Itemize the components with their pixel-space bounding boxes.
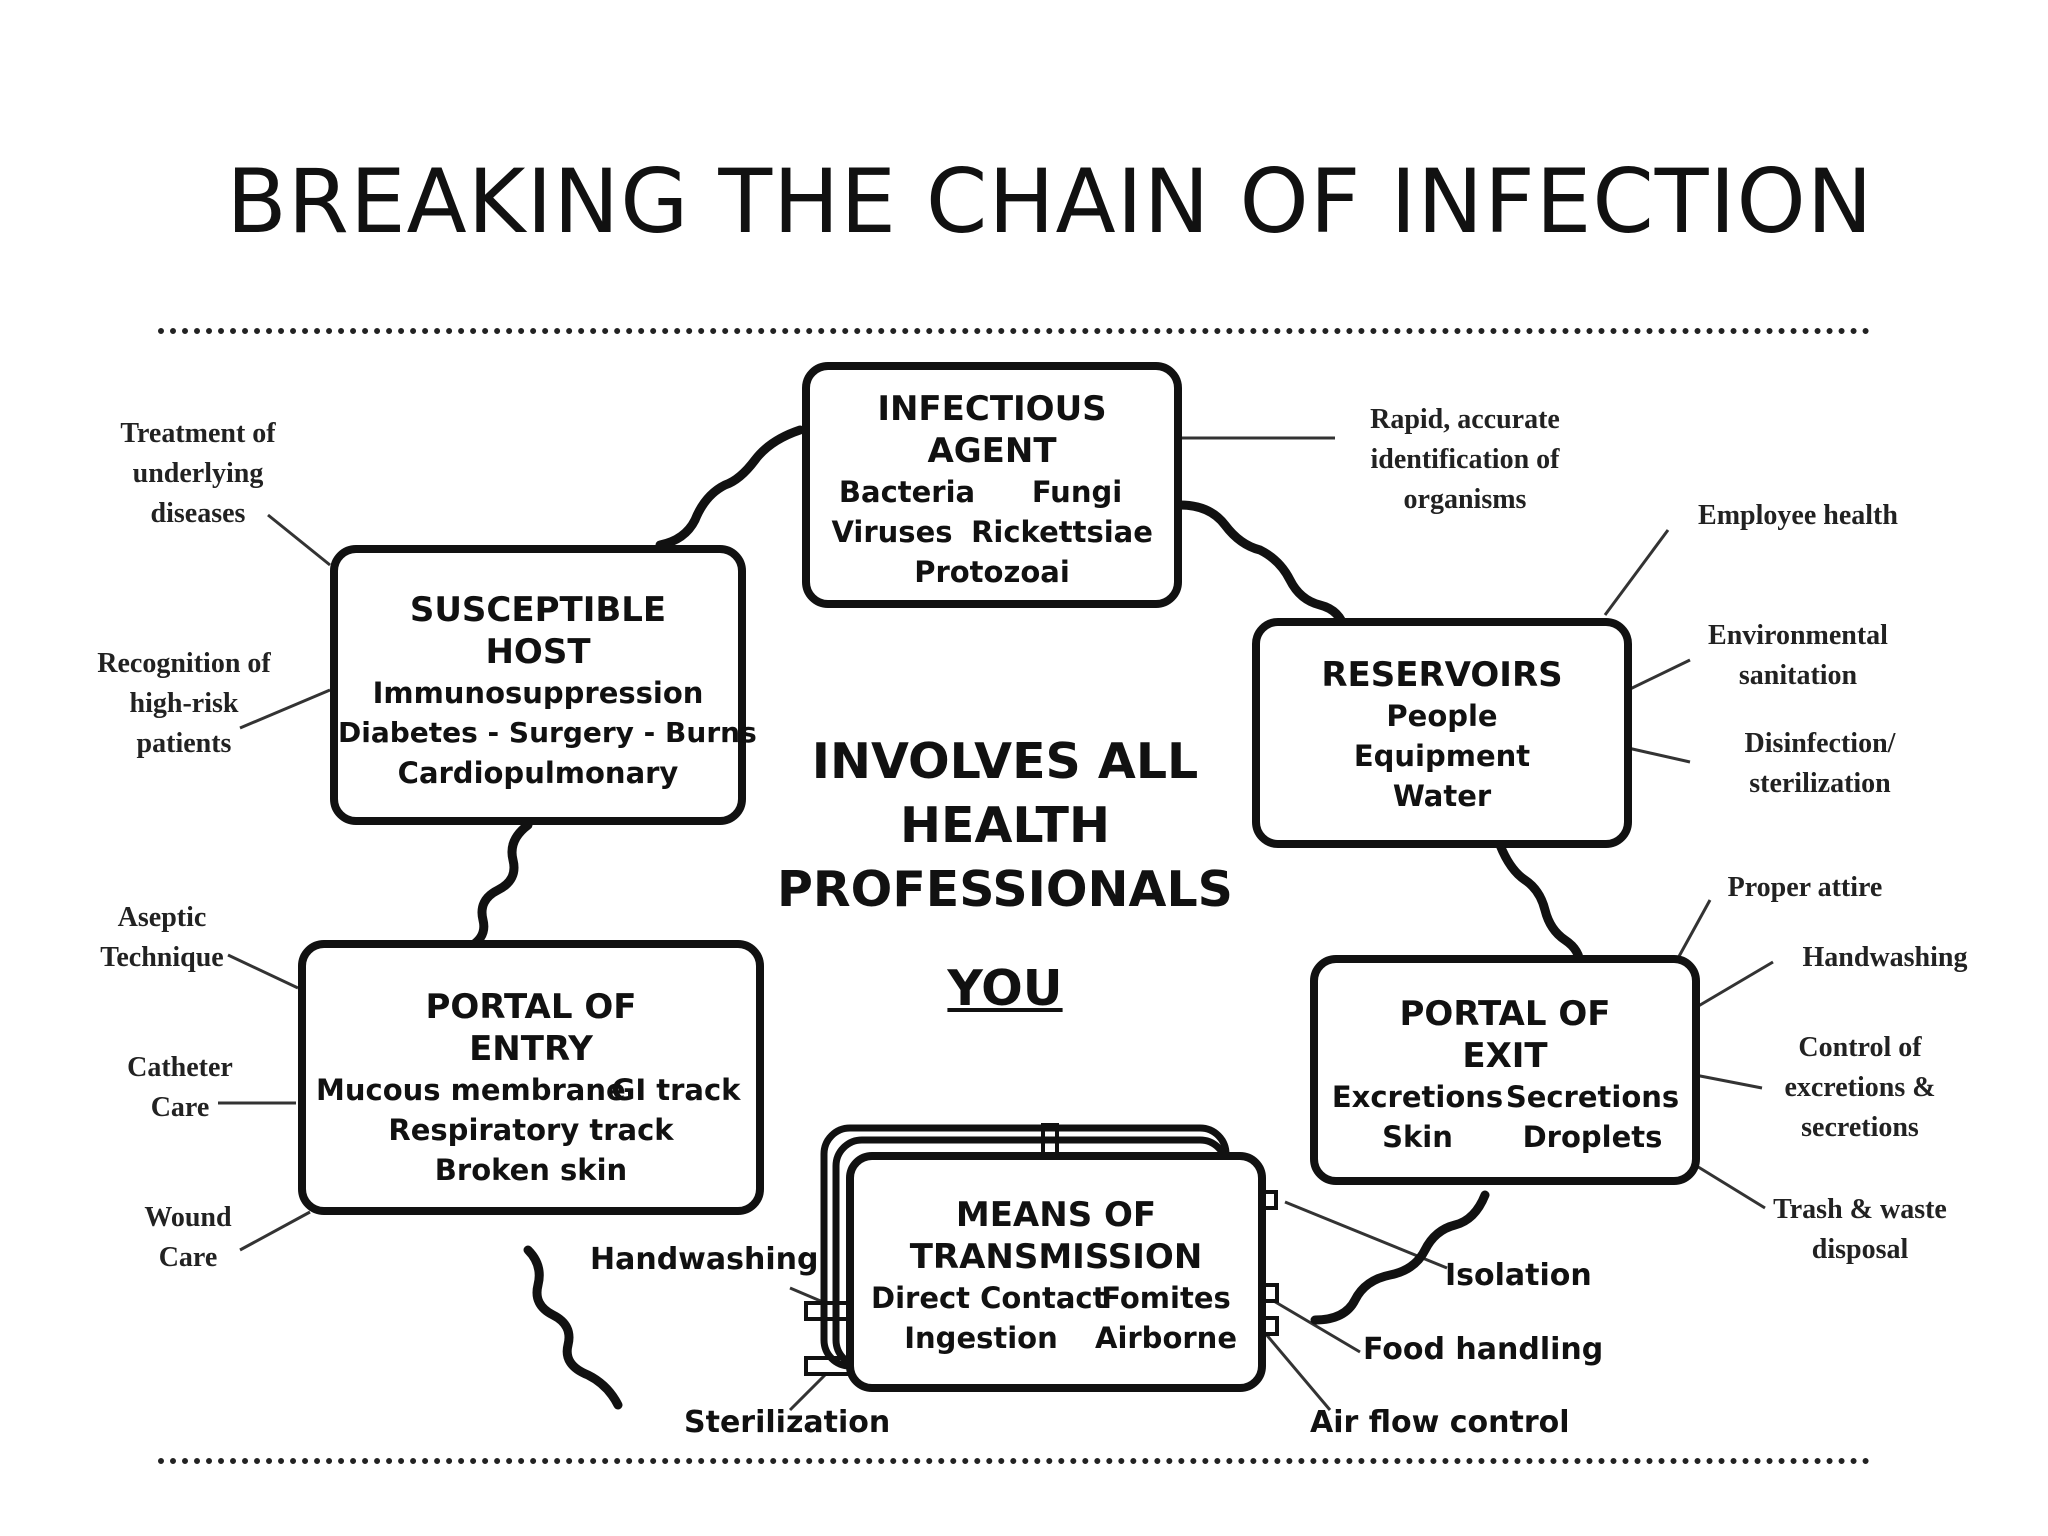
transmission-item: Fomites: [1101, 1281, 1231, 1315]
exit-item: Droplets: [1522, 1120, 1663, 1154]
leader-food-handling: [1271, 1298, 1361, 1354]
host-title-2: HOST: [485, 632, 591, 672]
label-treatment-underlying: Treatment of underlying diseases: [120, 418, 276, 529]
transmission-item: Direct Contact: [871, 1281, 1107, 1315]
center-line-1: INVOLVES ALL: [811, 733, 1199, 790]
entry-item: Respiratory track: [388, 1113, 674, 1147]
label-air-flow-control: Air flow control: [1310, 1405, 1570, 1440]
label-aseptic-technique: Aseptic Technique: [100, 902, 224, 973]
label-wound-care: Wound Care: [144, 1202, 232, 1273]
label-environmental-sanitation: Environmental sanitation: [1708, 620, 1888, 691]
host-item: Immunosuppression: [372, 676, 704, 710]
leader-aseptic: [227, 953, 299, 990]
leader-handwashing-exit: [1694, 960, 1774, 1010]
host-title-1: SUSCEPTIBLE: [409, 590, 667, 630]
means-of-transmission-box: MEANS OF TRANSMISSION Direct ContactFomi…: [846, 1152, 1266, 1392]
reservoirs-title: RESERVOIRS: [1321, 655, 1563, 695]
page-title: BREAKING THE CHAIN OF INFECTION: [226, 150, 1874, 253]
label-control-of-excretions: Control of excretions & secretions: [1784, 1032, 1936, 1143]
exit-title-2: EXIT: [1462, 1036, 1548, 1076]
chain-host-agent: [655, 425, 805, 550]
transmission-title-1: MEANS OF: [955, 1195, 1157, 1235]
leader-env-sanitation: [1627, 658, 1691, 692]
you-label: YOU: [947, 960, 1063, 1017]
leader-employee-health: [1603, 529, 1670, 616]
reservoirs-box: RESERVOIRS People Equipment Water: [1252, 618, 1632, 848]
agent-title-1: INFECTIOUS: [877, 389, 1107, 429]
entry-item: GI track: [611, 1073, 741, 1107]
center-line-2: HEALTH: [900, 797, 1110, 854]
infectious-agent-box: INFECTIOUS AGENT Bacteria Fungi Viruses Ri…: [802, 362, 1182, 608]
entry-title-2: ENTRY: [469, 1029, 593, 1069]
entry-title-1: PORTAL OF: [425, 987, 637, 1027]
label-proper-attire: Proper attire: [1727, 872, 1883, 903]
label-food-handling: Food handling: [1363, 1332, 1604, 1367]
chain-exit-transmission: [1310, 1190, 1490, 1325]
portal-of-exit-box: PORTAL OF EXIT ExcretionsSecretions Skin…: [1310, 955, 1700, 1185]
agent-item: Bacteria: [838, 475, 976, 509]
label-handwashing-transmission: Handwashing: [590, 1242, 819, 1277]
reservoirs-item: People: [1386, 699, 1498, 733]
top-dotted-rule: [158, 328, 1870, 334]
exit-item: Secretions: [1505, 1080, 1680, 1114]
leader-recognition: [239, 688, 331, 730]
transmission-title-2: TRANSMISSION: [909, 1237, 1203, 1277]
transmission-item: Ingestion: [904, 1321, 1058, 1355]
chain-host-entry: [458, 820, 533, 955]
label-sterilization: Sterilization: [684, 1405, 891, 1440]
chain-agent-reservoirs: [1175, 500, 1350, 635]
label-catheter-care: Catheter Care: [127, 1052, 233, 1123]
label-trash-disposal: Trash & waste disposal: [1773, 1194, 1947, 1265]
exit-item: Skin: [1382, 1120, 1453, 1154]
agent-title-2: AGENT: [927, 431, 1057, 471]
bottom-dotted-rule: [158, 1458, 1870, 1464]
reservoirs-item: Equipment: [1353, 739, 1531, 773]
leader-proper-attire: [1675, 899, 1712, 961]
leader-wound-care: [239, 1210, 311, 1252]
chain-reservoirs-exit: [1495, 840, 1585, 970]
leader-treatment: [267, 513, 331, 567]
entry-item: Broken skin: [434, 1153, 628, 1187]
leader-control-excretions: [1694, 1073, 1763, 1090]
reservoirs-item: Water: [1392, 779, 1492, 813]
agent-item: Viruses: [831, 515, 953, 549]
chain-links: [458, 425, 1585, 1410]
transmission-item: Airborne: [1095, 1321, 1237, 1355]
label-handwashing-exit: Handwashing: [1802, 942, 1968, 973]
center-line-3: PROFESSIONALS: [777, 861, 1233, 918]
label-disinfection: Disinfection/ sterilization: [1744, 728, 1896, 799]
leader-disinfection: [1627, 746, 1691, 764]
exit-title-1: PORTAL OF: [1399, 994, 1611, 1034]
center-message: INVOLVES ALL HEALTH PROFESSIONALS: [760, 730, 1250, 922]
chain-broken: [523, 1245, 623, 1410]
label-recognition-high-risk: Recognition of high-risk patients: [97, 648, 271, 759]
agent-item: Fungi: [1031, 475, 1123, 509]
leader-trash: [1694, 1163, 1766, 1210]
leader-air-flow: [1263, 1332, 1332, 1411]
susceptible-host-box: SUSCEPTIBLE HOST Immunosuppression Diabe…: [330, 545, 757, 825]
exit-item: Excretions: [1331, 1080, 1504, 1114]
label-rapid-id: Rapid, accurate identification of organi…: [1370, 404, 1560, 515]
host-item: Cardiopulmonary: [397, 756, 679, 790]
host-item: Diabetes - Surgery - Burns: [338, 716, 757, 749]
agent-item: Protozoai: [914, 555, 1070, 589]
agent-item: Rickettsiae: [971, 515, 1153, 549]
entry-item: Mucous membrane: [316, 1073, 626, 1107]
portal-of-entry-box: PORTAL OF ENTRY Mucous membraneGI track …: [298, 940, 764, 1215]
label-isolation: Isolation: [1445, 1258, 1592, 1293]
label-employee-health: Employee health: [1698, 500, 1898, 531]
